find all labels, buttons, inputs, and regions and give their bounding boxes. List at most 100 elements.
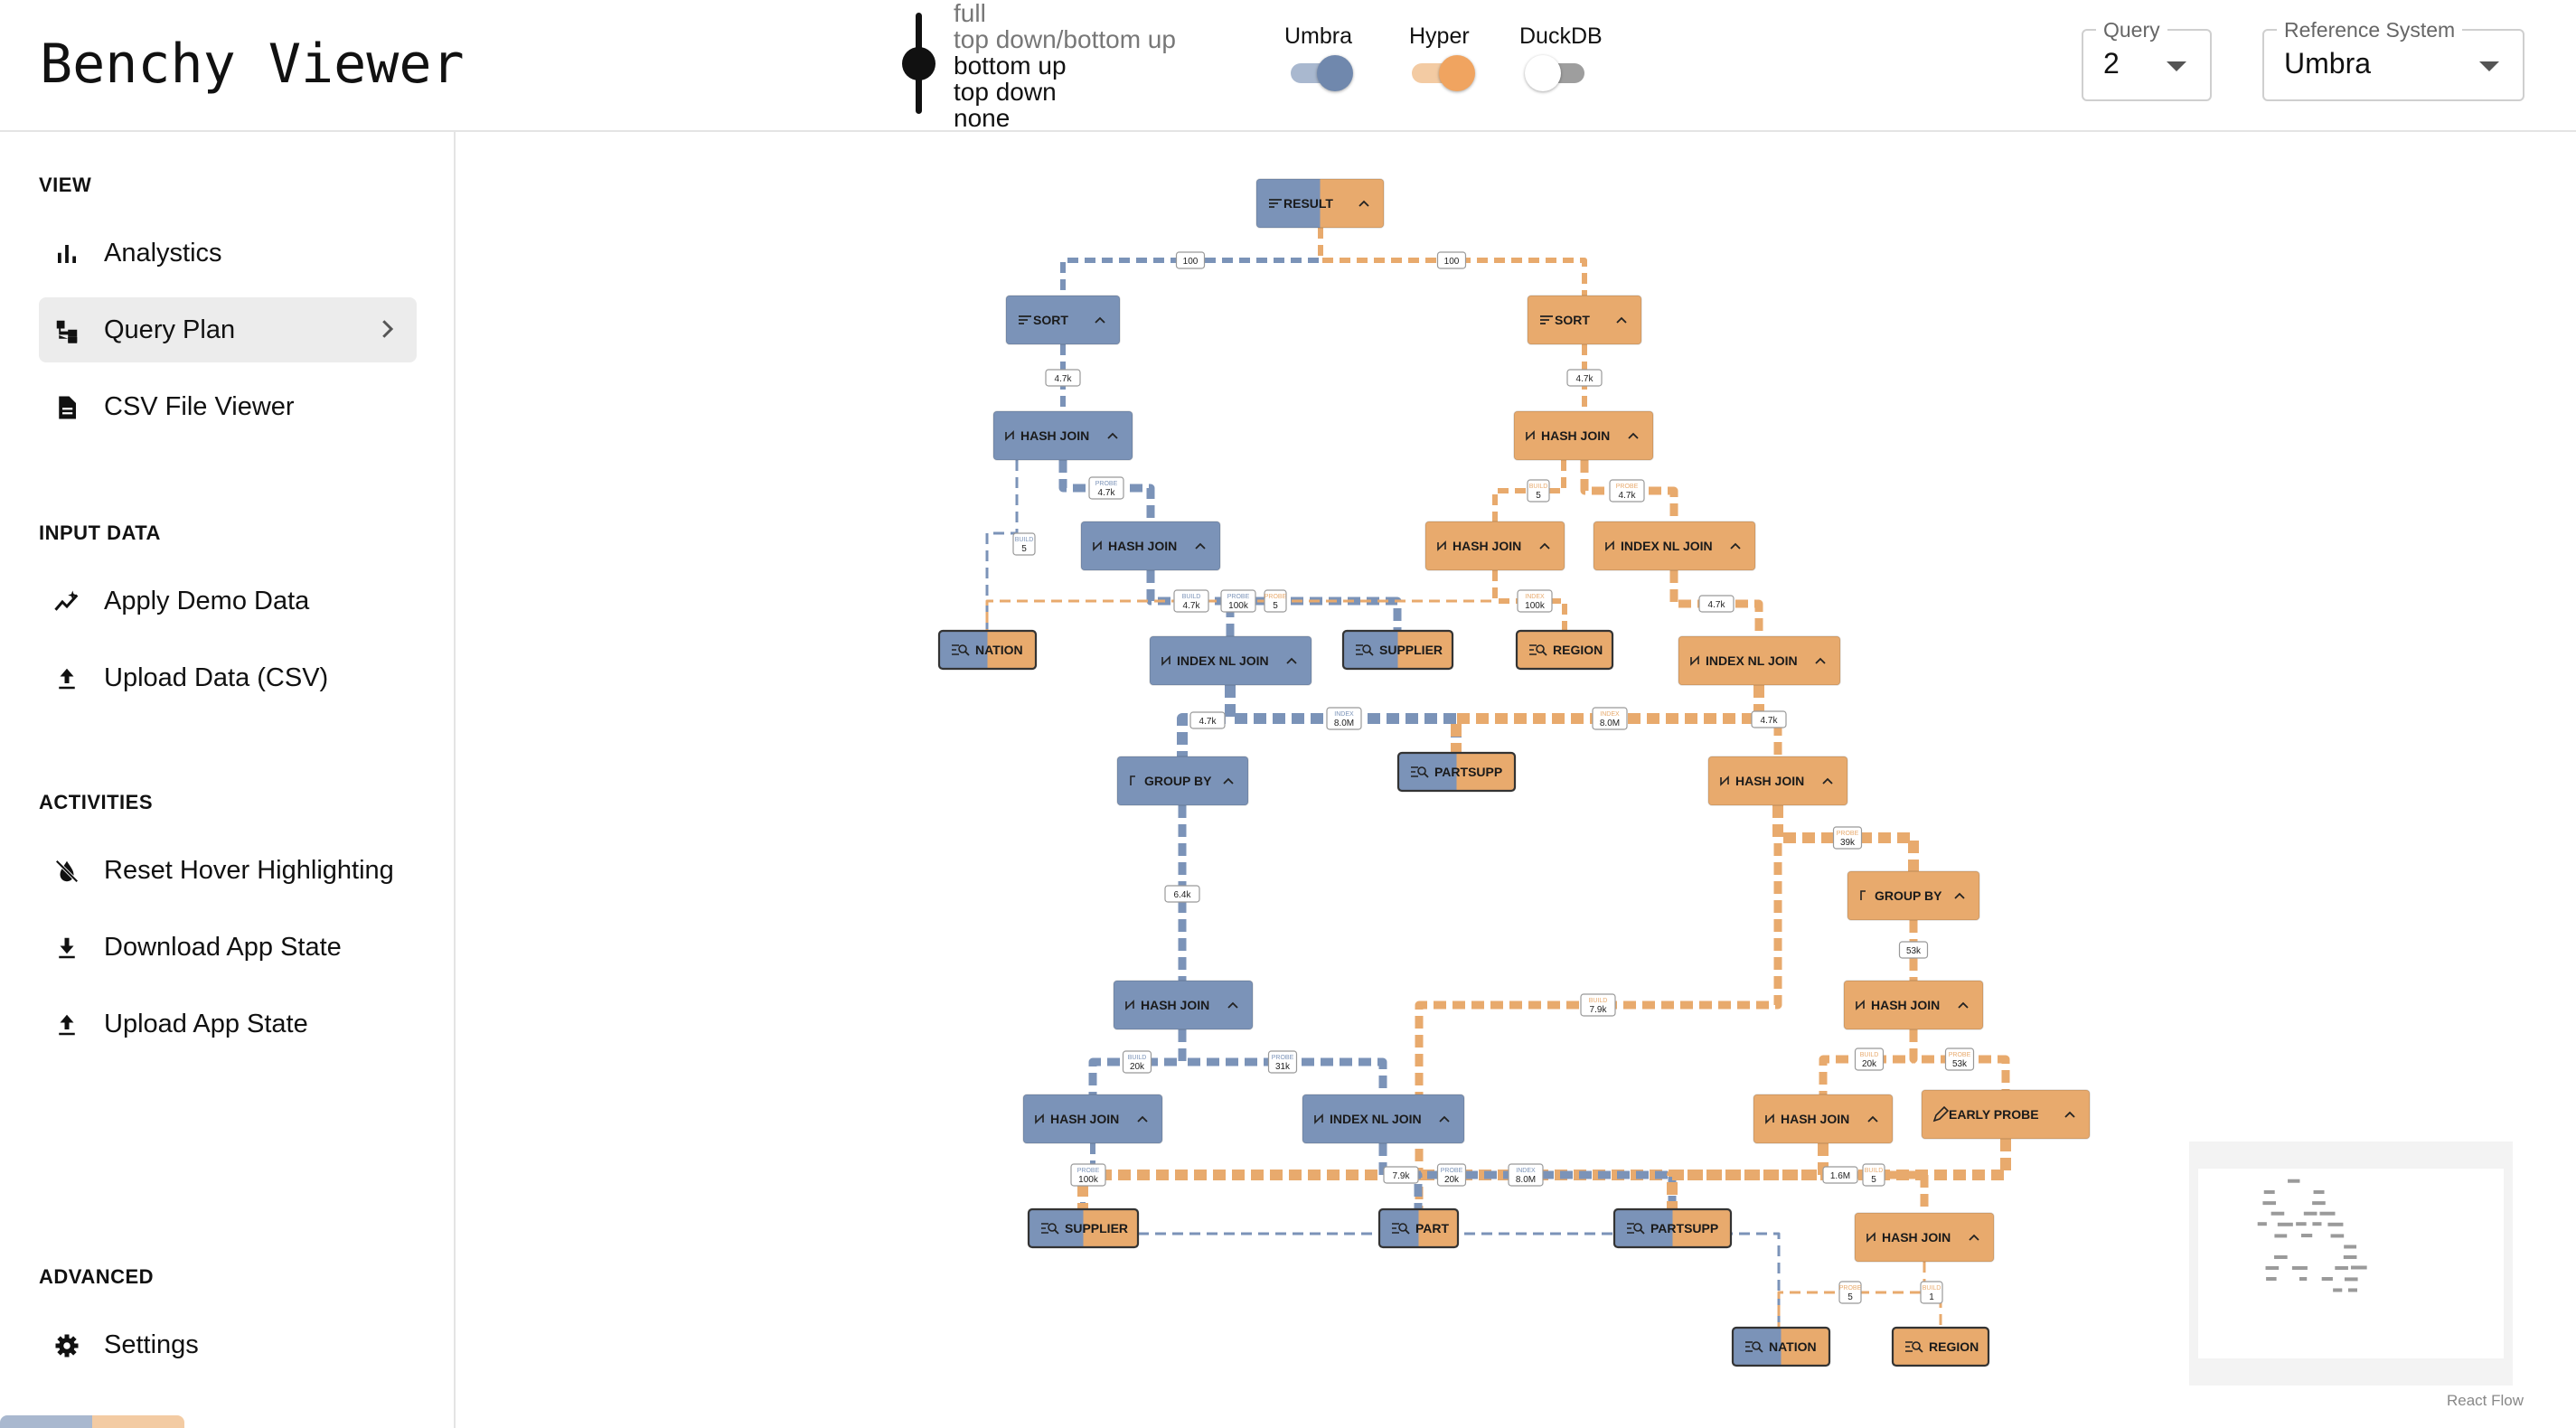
nav-item-settings[interactable]: Settings <box>39 1312 417 1377</box>
plan-node-s-nation2[interactable]: NATION <box>1731 1326 1831 1367</box>
chevron-up-icon[interactable] <box>1227 1001 1238 1009</box>
plan-node-s-supplier2[interactable]: SUPPLIER <box>1027 1207 1140 1249</box>
plan-node-h-hj5[interactable]: HASH JOIN <box>1753 1094 1894 1144</box>
chevron-up-icon[interactable] <box>1969 1234 1979 1241</box>
edge-label-kind: INDEX <box>1525 594 1545 600</box>
nav-item-analytics[interactable]: Analystics <box>39 221 417 286</box>
react-flow-attribution[interactable]: React Flow <box>2447 1392 2524 1409</box>
plan-node-s-supplier1[interactable]: SUPPLIER <box>1341 629 1454 671</box>
plan-node-s-partsupp1[interactable]: PARTSUPP <box>1396 751 1517 793</box>
chevron-up-icon[interactable] <box>1095 316 1105 324</box>
chevron-up-icon[interactable] <box>1195 542 1206 550</box>
query-select-label: Query <box>2096 18 2167 42</box>
highlight-option-top-down-bottom-up[interactable]: top down/bottom up <box>954 25 1176 53</box>
nav-item-download-app-state[interactable]: Download App State <box>39 915 417 980</box>
highlight-option-bottom-up[interactable]: bottom up <box>954 52 1067 80</box>
plan-node-h-hj2[interactable]: HASH JOIN <box>1424 521 1565 571</box>
chevron-up-icon[interactable] <box>1223 777 1234 784</box>
minimap-node <box>2262 1201 2277 1206</box>
chevron-up-icon[interactable] <box>1539 542 1550 550</box>
query-select[interactable]: Query 2 <box>2082 18 2212 101</box>
chevron-up-icon[interactable] <box>1107 432 1118 439</box>
chevron-up-icon[interactable] <box>2064 1111 2075 1118</box>
chevron-up-icon[interactable] <box>1359 200 1369 207</box>
plan-node-h-hj1[interactable]: HASH JOIN <box>1513 410 1654 461</box>
plan-node-h-gb[interactable]: GROUP BY <box>1847 870 1980 921</box>
toggle-hyper-thumb[interactable] <box>1439 55 1475 91</box>
reference-system-select[interactable]: Reference System Umbra <box>2262 18 2524 101</box>
chevron-up-icon[interactable] <box>1867 1115 1878 1123</box>
minimap-node <box>2257 1222 2267 1226</box>
plan-node-h-hj4[interactable]: HASH JOIN <box>1843 980 1984 1030</box>
slider-thumb[interactable] <box>902 47 935 80</box>
edge-label-kind: BUILD <box>1923 1285 1941 1292</box>
nav-item-label: Download App State <box>104 933 342 962</box>
nav-item-label: CSV File Viewer <box>104 392 295 421</box>
nav-item-apply-demo-data[interactable]: Apply Demo Data <box>39 568 417 634</box>
edge-label-value: 53k <box>1906 946 1922 956</box>
nav-item-reset-hover-highlighting[interactable]: Reset Hover Highlighting <box>39 838 417 903</box>
plan-node-u-hj4[interactable]: HASH JOIN <box>1022 1094 1163 1144</box>
plan-node-label: HASH JOIN <box>1541 428 1610 443</box>
nav-item-upload-data-csv[interactable]: Upload Data (CSV) <box>39 645 417 710</box>
edge-label-value: 8.0M <box>1516 1175 1536 1185</box>
plan-node-h-hj3[interactable]: HASH JOIN <box>1707 756 1848 806</box>
edge-label: 100 <box>1175 251 1206 269</box>
chevron-up-icon[interactable] <box>1958 1001 1969 1009</box>
nav-item-csv-file-viewer[interactable]: CSV File Viewer <box>39 374 417 439</box>
plan-node-u-hj3[interactable]: HASH JOIN <box>1113 980 1254 1030</box>
scan-icon <box>1745 1341 1763 1353</box>
scan-icon <box>1041 1223 1059 1235</box>
toggle-umbra-thumb[interactable] <box>1317 55 1353 91</box>
plan-node-u-inlj1[interactable]: INDEX NL JOIN <box>1149 635 1312 686</box>
join-icon <box>1765 1113 1774 1124</box>
plan-node-h-sort[interactable]: SORT <box>1527 295 1642 345</box>
edge-label-value: 1 <box>1929 1292 1934 1302</box>
plan-node-s-part[interactable]: PART <box>1377 1207 1460 1249</box>
highlight-option-full[interactable]: full <box>954 0 986 27</box>
plan-node-s-nation1[interactable]: NATION <box>937 629 1038 671</box>
plan-node-u-gb[interactable]: GROUP BY <box>1116 756 1249 806</box>
chevron-up-icon[interactable] <box>1822 777 1833 784</box>
chevron-up-icon[interactable] <box>1628 432 1639 439</box>
join-icon <box>1866 1232 1876 1243</box>
plan-node-h-ep[interactable]: EARLY PROBE <box>1921 1089 2091 1140</box>
plan-node-h-inlj1[interactable]: INDEX NL JOIN <box>1593 521 1756 571</box>
chevron-up-icon[interactable] <box>1439 1115 1450 1123</box>
plan-node-h-inlj2[interactable]: INDEX NL JOIN <box>1678 635 1841 686</box>
minimap-node <box>2265 1265 2280 1270</box>
plan-node-u-hj1[interactable]: HASH JOIN <box>992 410 1133 461</box>
nav-item-query-plan[interactable]: Query Plan <box>39 297 417 362</box>
plan-node-s-region1[interactable]: REGION <box>1515 629 1614 671</box>
plan-node-h-hj6[interactable]: HASH JOIN <box>1854 1212 1995 1263</box>
chevron-up-icon[interactable] <box>1730 542 1741 550</box>
toggle-duckdb-thumb[interactable] <box>1525 55 1561 91</box>
minimap-node <box>2296 1222 2307 1226</box>
plan-node-u-hj2[interactable]: HASH JOIN <box>1080 521 1221 571</box>
nav-item-upload-app-state[interactable]: Upload App State <box>39 991 417 1057</box>
plan-node-u-inlj2[interactable]: INDEX NL JOIN <box>1302 1094 1465 1144</box>
chevron-up-icon[interactable] <box>1616 316 1627 324</box>
plan-node-s-partsupp2[interactable]: PARTSUPP <box>1612 1207 1733 1249</box>
highlight-option-top-down[interactable]: top down <box>954 78 1057 106</box>
highlight-option-none[interactable]: none <box>954 104 1011 132</box>
description-icon <box>59 396 76 419</box>
minimap-viewport[interactable] <box>2198 1169 2504 1358</box>
plan-node-s-region2[interactable]: REGION <box>1891 1326 1990 1367</box>
scan-icon <box>1411 766 1429 778</box>
chevron-up-icon[interactable] <box>1286 657 1297 664</box>
chevron-up-icon[interactable] <box>1815 657 1826 664</box>
chevron-up-icon[interactable] <box>1954 892 1965 899</box>
pen-icon <box>1932 1105 1950 1123</box>
edge-label-value: 5 <box>1273 601 1278 611</box>
chevron-up-icon[interactable] <box>1137 1115 1148 1123</box>
minimap-node <box>2288 1179 2300 1183</box>
edge-label-value: 4.7k <box>1761 716 1779 726</box>
plan-node-result[interactable]: RESULT <box>1255 178 1385 229</box>
plan-node-u-sort[interactable]: SORT <box>1005 295 1121 345</box>
